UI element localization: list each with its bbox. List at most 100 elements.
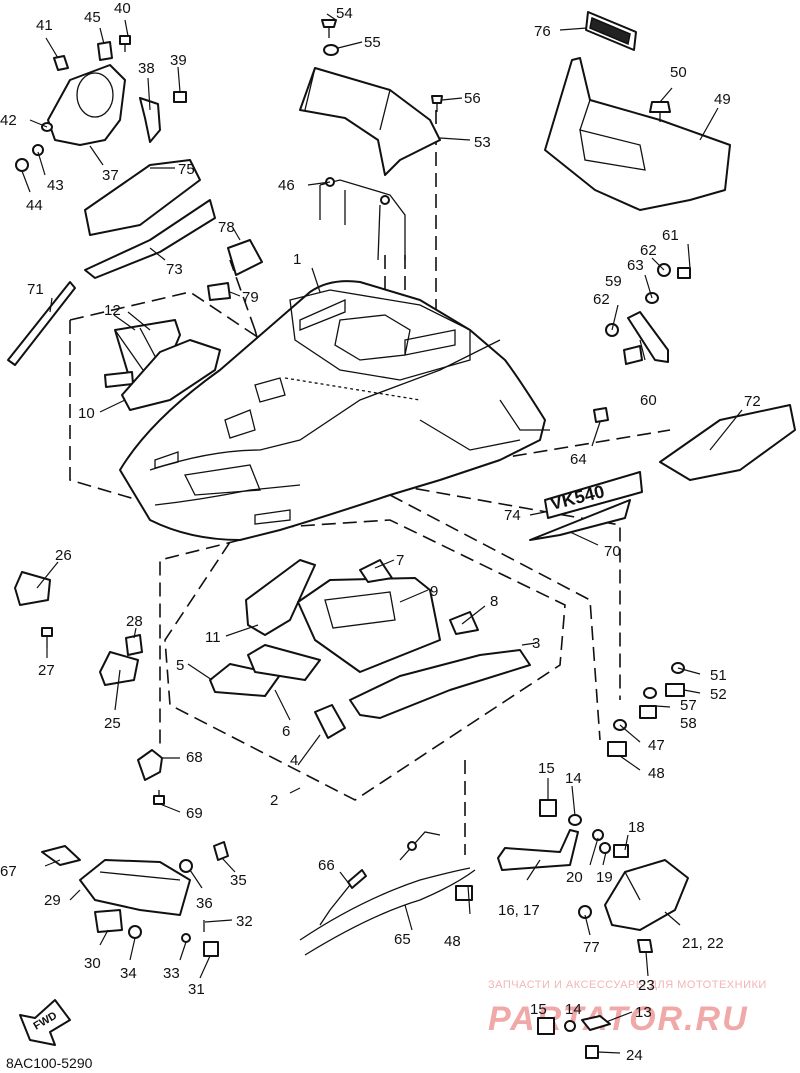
meter-bracket (319, 177, 406, 261)
callout-7: 7 (396, 552, 404, 569)
clip-13 (581, 1015, 611, 1031)
callout-15b: 15 (530, 1001, 547, 1018)
shroud-guide-right (429, 429, 671, 471)
callout-57: 57 (680, 697, 697, 714)
grommet-48b (455, 885, 473, 901)
callout-41: 41 (36, 17, 53, 34)
callout-13: 13 (635, 1004, 652, 1021)
callout-20: 20 (566, 869, 583, 886)
bolt-18 (613, 844, 629, 858)
callout-23: 23 (638, 977, 655, 994)
bolt-24 (585, 1045, 599, 1059)
callout-75: 75 (178, 161, 195, 178)
nut-15b (537, 1017, 555, 1035)
nut-31 (203, 941, 219, 957)
callout-62b: 62 (593, 291, 610, 308)
callout-47: 47 (648, 737, 665, 754)
callout-numbers: 1 2 3 4 5 6 7 8 9 10 11 12 13 14 14 15 1… (0, 0, 761, 1064)
callout-73: 73 (166, 261, 183, 278)
watermark-tagline: ЗАПЧАСТИ И АКСЕССУАРЫ ДЛЯ МОТОТЕХНИКИ (488, 979, 767, 991)
liner-3 (349, 649, 531, 719)
decal-75 (84, 159, 201, 236)
flap-29 (79, 859, 191, 916)
washer-19 (599, 842, 611, 854)
decal-72 (659, 404, 796, 481)
screw-56 (431, 95, 443, 112)
callout-12: 12 (104, 302, 121, 319)
diagram-code: 8AC100-5290 (6, 1055, 93, 1071)
callout-30: 30 (84, 955, 101, 972)
decal-73 (84, 199, 216, 279)
callout-38: 38 (138, 60, 155, 77)
liner-assembly-outline (164, 519, 566, 801)
callout-11: 11 (205, 629, 221, 646)
callout-69: 69 (186, 805, 203, 822)
callout-79: 79 (242, 289, 259, 306)
callout-9: 9 (430, 583, 438, 600)
callout-35: 35 (230, 872, 247, 889)
callout-68: 68 (186, 749, 203, 766)
spring-66 (319, 869, 367, 926)
watermark-logo: PARTATOR.RU (488, 1000, 749, 1038)
stay-68 (137, 749, 163, 781)
callout-10: 10 (78, 405, 95, 422)
grommet-55 (323, 44, 339, 56)
clip-41 (53, 55, 69, 71)
callout-18: 18 (628, 819, 645, 836)
clip-50 (649, 101, 671, 122)
callout-78: 78 (218, 219, 235, 236)
callout-27: 27 (38, 662, 55, 679)
pad-4 (314, 704, 346, 739)
hood-latch-cable (299, 831, 476, 956)
callout-24: 24 (626, 1047, 643, 1064)
bracket-26 (14, 571, 51, 606)
flap-67 (41, 845, 81, 866)
screw-23 (637, 939, 653, 953)
callout-28: 28 (126, 613, 143, 630)
callout-51: 51 (710, 667, 727, 684)
callout-34: 34 (120, 965, 137, 982)
callout-67: 67 (0, 863, 17, 880)
callout-1: 1 (293, 251, 301, 268)
pad-6 (247, 644, 321, 681)
callout-70: 70 (604, 543, 621, 560)
bracket-30 (94, 909, 123, 933)
callout-48b: 48 (444, 933, 461, 950)
nut-43 (32, 144, 44, 156)
pad-7 (359, 559, 393, 583)
cover-78 (227, 239, 263, 276)
clip-39 (173, 91, 187, 103)
callout-60: 60 (640, 392, 657, 409)
insulator-10 (121, 339, 221, 411)
screw-35 (213, 841, 229, 861)
screw-54 (321, 19, 337, 38)
callout-65: 65 (394, 931, 411, 948)
bolt-27 (41, 627, 53, 648)
callout-77: 77 (583, 939, 600, 956)
decal-71 (7, 281, 76, 366)
lever-59 (627, 311, 669, 363)
callout-6: 6 (282, 723, 290, 740)
bolt-40 (119, 35, 131, 52)
hood-to-emblem-guide (394, 484, 621, 700)
emblem-74: VK540 (544, 471, 643, 519)
fwd-arrow-icon: FWD (19, 999, 71, 1046)
pad-12-small (104, 371, 134, 388)
callout-45: 45 (84, 9, 101, 26)
nut-28 (125, 634, 143, 656)
callout-56: 56 (464, 90, 481, 107)
meter-panel (544, 57, 731, 211)
hood-to-grommet-guide (389, 494, 601, 741)
callout-32: 32 (236, 913, 253, 930)
leader-lines (21, 13, 743, 1054)
lamp-cover-21-22 (604, 859, 689, 931)
grommet-58 (639, 705, 657, 719)
switch-60 (623, 345, 643, 365)
hood-shroud (119, 280, 550, 541)
callout-72: 72 (744, 393, 761, 410)
callout-29: 29 (44, 892, 61, 909)
callout-62a: 62 (640, 242, 657, 259)
grommet-36 (179, 859, 193, 873)
callout-49: 49 (714, 91, 731, 108)
